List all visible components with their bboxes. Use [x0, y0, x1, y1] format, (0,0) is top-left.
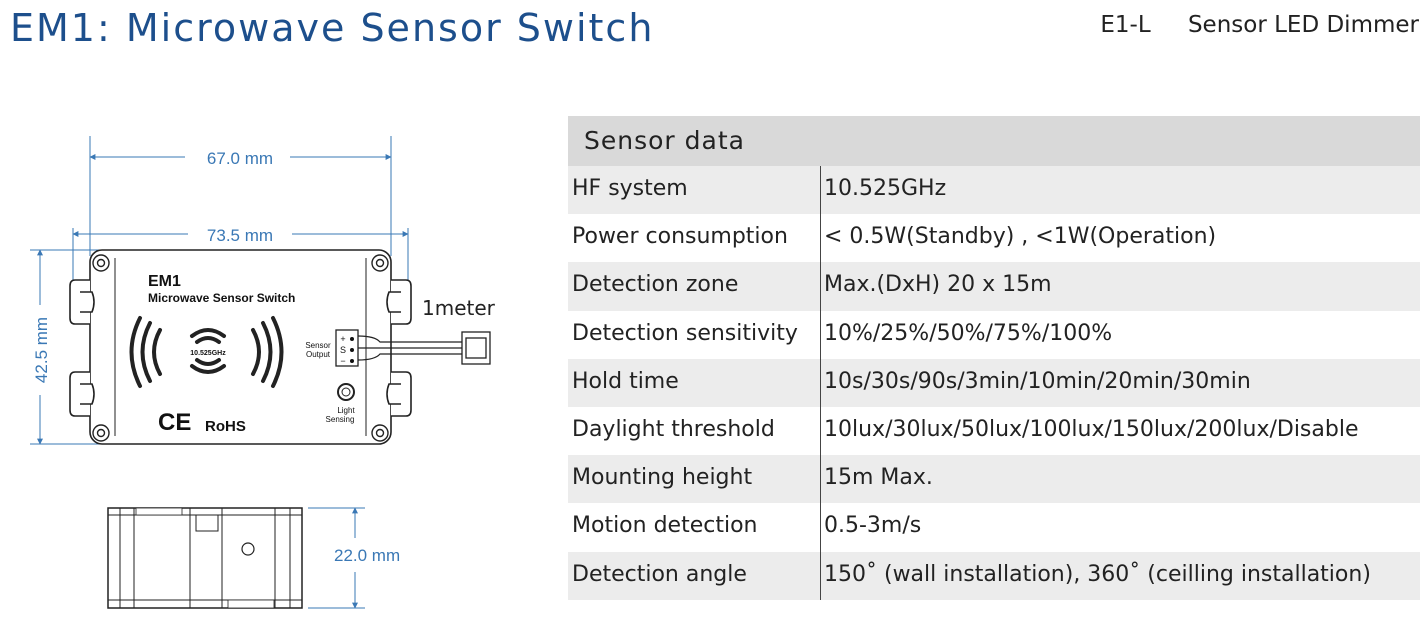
row-key: Power consumption [572, 224, 788, 250]
row-value: 10s/30s/90s/3min/10min/20min/30min [824, 368, 1251, 394]
table-row: Hold time 10s/30s/90s/3min/10min/20min/3… [568, 358, 1420, 407]
row-value: 10lux/30lux/50lux/100lux/150lux/200lux/D… [824, 416, 1359, 442]
row-key: Daylight threshold [572, 416, 775, 442]
column-divider [820, 166, 821, 600]
width-label: 67.0 mm [207, 149, 273, 168]
pin-s: S [340, 345, 346, 355]
product-category: Sensor LED Dimmer [1187, 12, 1419, 38]
table-heading: Sensor data [568, 116, 1420, 166]
dimension-diagram: 67.0 mm 73.5 mm 42.5 mm [30, 136, 496, 609]
table-row: Mounting height 15m Max. [568, 455, 1420, 504]
cable [357, 335, 462, 361]
row-key: Detection angle [572, 561, 747, 587]
table-row: HF system 10.525GHz [568, 166, 1420, 215]
device-subtitle: Microwave Sensor Switch [148, 291, 295, 305]
width-outer-label: 73.5 mm [207, 226, 273, 245]
dimension-22mm [308, 507, 365, 609]
rohs-mark: RoHS [205, 418, 246, 435]
depth-label: 22.0 mm [334, 546, 400, 565]
frequency-label: 10.525GHz [190, 350, 226, 357]
row-value: 15m Max. [824, 465, 933, 491]
dimension-42mm [30, 249, 100, 445]
product-code: E1-L [1100, 12, 1151, 38]
sensor-output-label-2: Output [306, 350, 331, 359]
cable-length-label: 1meter [422, 296, 496, 320]
row-key: HF system [572, 176, 688, 201]
header-right: E1-L Sensor LED Dimmer [1100, 12, 1419, 38]
pin-plus: + [340, 334, 345, 344]
pin-dots [350, 337, 354, 363]
sensor-data-table: Sensor data HF system 10.525GHz Power co… [568, 116, 1420, 600]
page-title: EM1: Microwave Sensor Switch [10, 6, 655, 50]
cable-connector [461, 331, 491, 365]
row-key: Motion detection [572, 513, 758, 539]
table-row: Motion detection 0.5-3m/s [568, 503, 1420, 551]
side-view [107, 507, 303, 609]
height-label: 42.5 mm [32, 317, 51, 383]
dimension-67mm [89, 136, 392, 256]
screw-holes [92, 254, 389, 442]
ce-mark: CE [158, 409, 191, 436]
row-key: Mounting height [572, 465, 753, 491]
light-sensing-label-2: Sensing [326, 415, 355, 424]
row-key: Detection zone [572, 272, 739, 298]
row-key: Hold time [572, 368, 679, 394]
table-row: Power consumption < 0.5W(Standby) , <1W(… [568, 214, 1420, 262]
row-value: 0.5-3m/s [824, 513, 922, 539]
table-row: Detection sensitivity 10%/25%/50%/75%/10… [568, 311, 1420, 359]
row-value: 10.525GHz [824, 176, 947, 201]
light-sensing-label-1: Light [337, 406, 355, 415]
row-value: Max.(DxH) 20 x 15m [824, 272, 1052, 298]
table-row: Daylight threshold 10lux/30lux/50lux/100… [568, 407, 1420, 455]
row-value: < 0.5W(Standby) , <1W(Operation) [824, 224, 1217, 250]
device-name: EM1 [148, 273, 181, 290]
table-row: Detection angle 150˚ (wall installation)… [568, 551, 1420, 600]
device-body [69, 249, 412, 445]
pin-minus: − [340, 356, 345, 366]
row-value: 150˚ (wall installation), 360˚ (ceilling… [824, 561, 1371, 587]
microwave-wave-icon [129, 316, 284, 388]
row-value: 10%/25%/50%/75%/100% [824, 320, 1113, 346]
sensor-output-label-1: Sensor [305, 341, 331, 350]
row-key: Detection sensitivity [572, 320, 798, 346]
table-row: Detection zone Max.(DxH) 20 x 15m [568, 262, 1420, 311]
